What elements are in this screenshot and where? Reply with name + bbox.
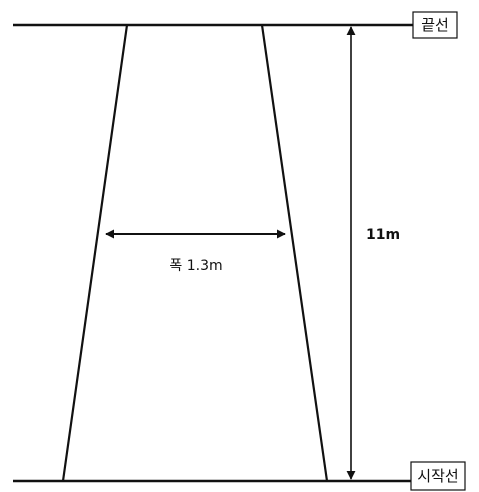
start-line-label: 시작선 <box>417 467 458 485</box>
end-line-label: 끝선 <box>421 16 449 34</box>
lane-left-edge <box>61 24 129 482</box>
start-line-label-box <box>410 461 466 491</box>
lane-right-edge <box>260 24 329 482</box>
width-label: 폭 1.3m <box>169 258 222 274</box>
height-label: 11m <box>366 227 400 243</box>
end-line-label-box <box>412 11 458 39</box>
